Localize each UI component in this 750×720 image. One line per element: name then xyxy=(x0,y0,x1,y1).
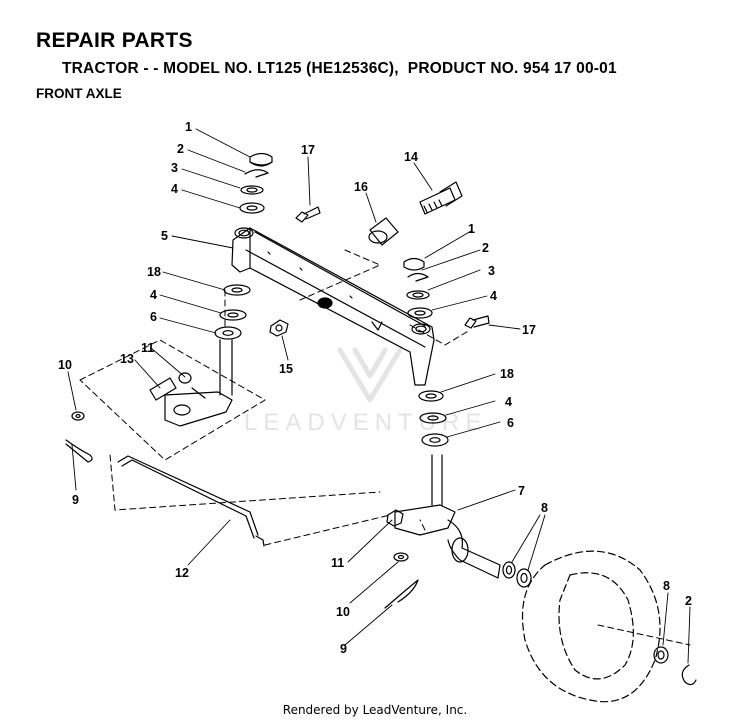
callouts: 1 2 3 4 5 17 14 16 1 2 3 4 17 18 4 6 15 … xyxy=(58,120,692,656)
callout-2: 2 xyxy=(482,241,489,255)
right-stack xyxy=(403,257,449,447)
callout-1: 1 xyxy=(468,222,475,236)
callout-6: 6 xyxy=(150,310,157,324)
callout-4: 4 xyxy=(505,395,512,409)
callout-8: 8 xyxy=(541,501,548,515)
tie-rod xyxy=(117,455,265,547)
callout-1: 1 xyxy=(185,120,192,134)
callout-7: 7 xyxy=(518,484,525,498)
callout-4: 4 xyxy=(150,288,157,302)
hairpin-right xyxy=(384,509,419,609)
nut xyxy=(269,319,289,337)
callout-8: 8 xyxy=(663,579,670,593)
section-title: FRONT AXLE xyxy=(36,86,122,101)
hairpin-left xyxy=(65,411,93,463)
callout-5: 5 xyxy=(161,229,168,243)
pivot-bolt xyxy=(419,181,463,215)
callout-2: 2 xyxy=(685,594,692,608)
watermark: LEADVENTURE xyxy=(244,347,487,436)
page-title: REPAIR PARTS xyxy=(36,29,193,52)
wheel-washers xyxy=(502,561,669,664)
callout-11: 11 xyxy=(331,556,344,570)
callout-9: 9 xyxy=(340,642,347,656)
callout-12: 12 xyxy=(175,566,189,580)
callout-11: 11 xyxy=(141,341,154,355)
axle-beam xyxy=(231,227,435,386)
callout-13: 13 xyxy=(120,352,134,366)
callout-17: 17 xyxy=(522,323,536,337)
callout-10: 10 xyxy=(58,358,72,372)
watermark-text: LEADVENTURE xyxy=(244,409,487,436)
retaining-ring xyxy=(681,664,697,686)
spacer xyxy=(368,217,399,246)
front-tire xyxy=(521,550,661,703)
callout-4: 4 xyxy=(490,289,497,303)
footer-credit: Rendered by LeadVenture, Inc. xyxy=(282,703,468,717)
callout-18: 18 xyxy=(500,367,514,381)
callout-9: 9 xyxy=(72,493,79,507)
left-spindle xyxy=(149,339,233,427)
grease-fitting-right xyxy=(464,315,490,329)
callout-14: 14 xyxy=(404,150,418,164)
callout-15: 15 xyxy=(279,362,293,376)
callout-18: 18 xyxy=(147,265,161,279)
callout-17: 17 xyxy=(301,143,315,157)
left-stack xyxy=(214,152,273,340)
callout-3: 3 xyxy=(488,264,495,278)
callout-3: 3 xyxy=(171,161,178,175)
right-spindle xyxy=(394,454,501,579)
assembly-guide-lines xyxy=(79,249,691,646)
leader-lines xyxy=(67,128,691,664)
callout-4: 4 xyxy=(171,182,178,196)
page-subtitle: TRACTOR - - MODEL NO. LT125 (HE12536C), … xyxy=(62,60,617,77)
callout-10: 10 xyxy=(336,605,350,619)
callout-16: 16 xyxy=(354,180,368,194)
callout-2: 2 xyxy=(177,142,184,156)
callout-6: 6 xyxy=(507,416,514,430)
grease-fitting-left xyxy=(295,206,321,223)
